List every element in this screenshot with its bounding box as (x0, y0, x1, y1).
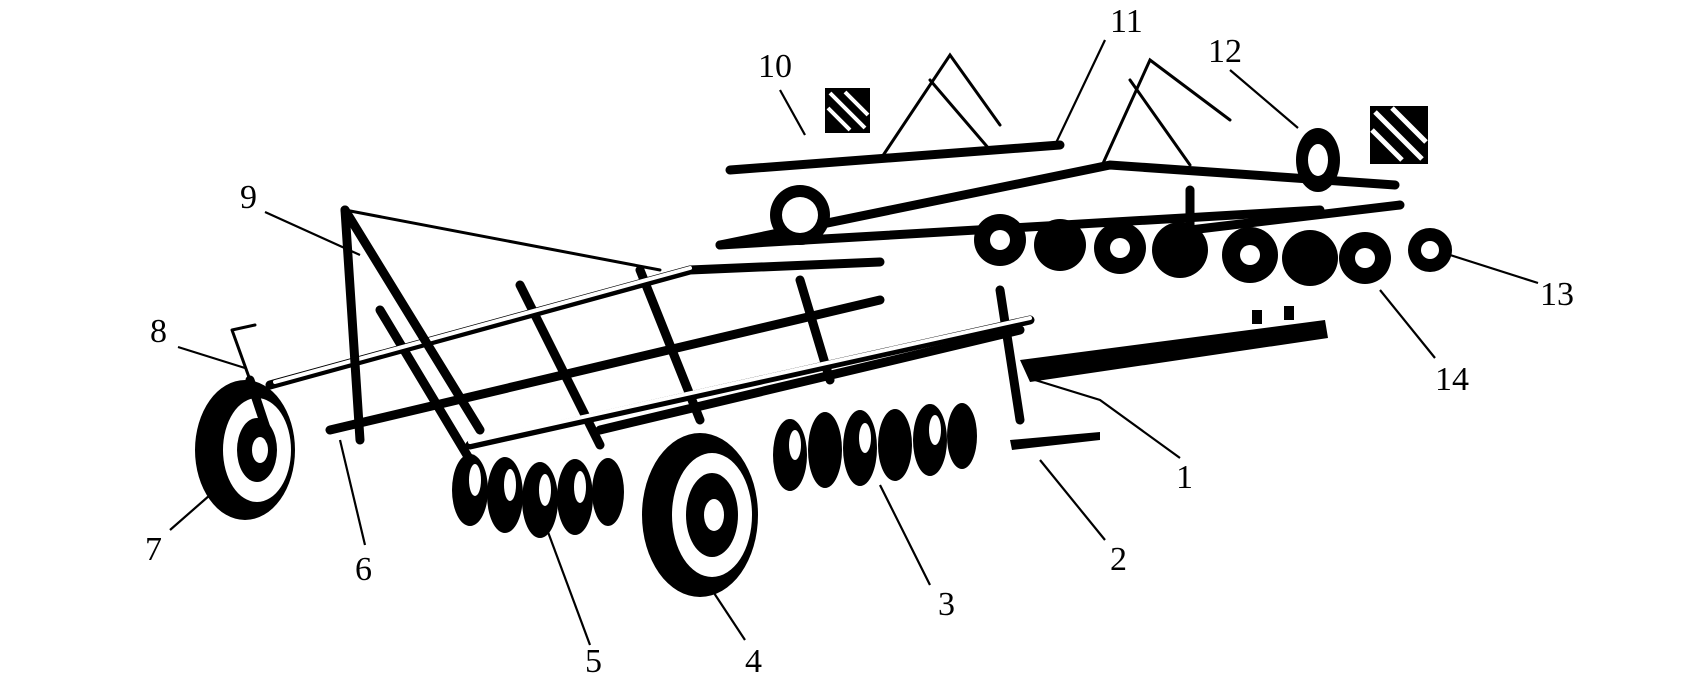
callout-1: 1 (1176, 459, 1193, 496)
disc-gang-front-right (773, 403, 977, 491)
callout-2: 2 (1110, 541, 1127, 578)
warning-plate-left (825, 88, 870, 133)
front-frame (230, 205, 1100, 465)
leader-lines (169, 39, 1539, 646)
callout-12: 12 (1208, 33, 1242, 70)
callout-6: 6 (355, 551, 372, 588)
drawbar (1020, 306, 1328, 382)
gauge-wheel (195, 375, 295, 520)
callout-7: 7 (145, 531, 162, 568)
callout-5: 5 (585, 643, 602, 680)
callout-11: 11 (1110, 3, 1143, 40)
rear-section (715, 52, 1452, 286)
callout-10: 10 (758, 48, 792, 85)
callout-14: 14 (1435, 361, 1469, 398)
callout-8: 8 (150, 313, 167, 350)
callout-9: 9 (240, 179, 257, 216)
callout-4: 4 (745, 643, 762, 680)
rear-transport-wheel (1296, 128, 1340, 192)
packer-rollers (770, 185, 1452, 286)
callout-labels: 1 2 3 4 5 6 7 8 9 10 11 12 13 14 (145, 3, 1574, 680)
transport-wheel (642, 433, 758, 597)
callout-13: 13 (1540, 276, 1574, 313)
callout-3: 3 (938, 586, 955, 623)
warning-plate-right (1370, 106, 1428, 164)
disc-gang-front-left (452, 454, 624, 538)
